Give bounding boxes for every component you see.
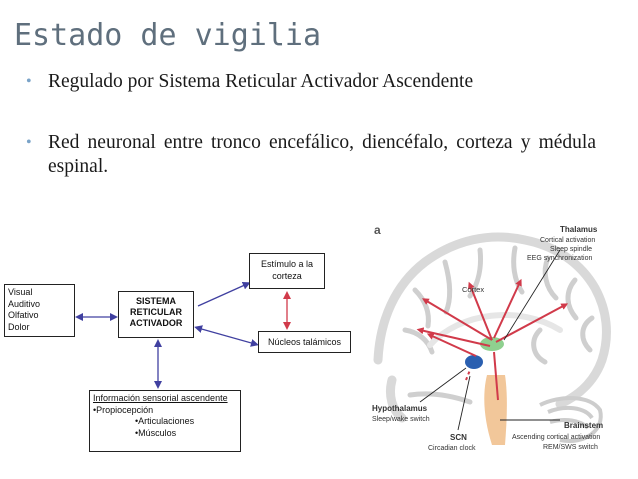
info-item: •Músculos (135, 427, 177, 438)
arrow-sistema-estimulo (197, 281, 251, 307)
thalamus-line: EEG synchronization (527, 255, 592, 262)
cortex-label: Cortex (462, 285, 484, 294)
arrow-sistema-nucleos (194, 325, 259, 347)
sense-label: Visual (8, 287, 33, 297)
sistema-line: ACTIVADOR (129, 318, 183, 328)
leader-lines (419, 249, 561, 431)
sistema-reticular-box: SISTEMA RETICULAR ACTIVADOR (118, 291, 194, 338)
slide-title: Estado de vigilia (14, 18, 322, 53)
panel-label: a (374, 223, 381, 237)
bullet-item: • Red neuronal entre tronco encefálico, … (26, 131, 596, 179)
sense-label: Dolor (8, 321, 30, 332)
hypothalamus-title: Hypothalamus (372, 404, 428, 413)
brainstem-shape (484, 375, 507, 445)
sistema-line: RETICULAR (130, 307, 182, 317)
cerebellum (539, 396, 603, 443)
senses-box: Visual Auditivo Olfativo Dolor (4, 284, 75, 337)
info-item: •Propiocepción (93, 404, 154, 415)
bullet-icon: • (26, 73, 32, 90)
bullet-text: Regulado por Sistema Reticular Activador… (48, 71, 474, 92)
bullet-icon: • (26, 134, 32, 151)
scn-line: Circadian clock (428, 445, 476, 452)
thalamus-title: Thalamus (560, 225, 598, 234)
bullet-text: Red neuronal entre tronco encefálico, di… (48, 132, 596, 177)
brain-outline (373, 232, 611, 423)
hypothalamus-line: Sleep/wake switch (372, 416, 430, 423)
sense-label: Olfativo (8, 310, 39, 320)
estimulo-line: Estímulo a la (260, 259, 314, 269)
scn-title: SCN (450, 433, 467, 442)
thalamus-line: Cortical activation (540, 237, 595, 244)
brainstem-line: REM/SWS switch (543, 444, 598, 451)
sistema-line: SISTEMA (135, 296, 176, 306)
bullet-item: • Regulado por Sistema Reticular Activad… (26, 70, 616, 94)
thalamus-line: Sleep spindle (550, 246, 592, 253)
sense-label: Auditivo (8, 298, 41, 309)
activation-pathways (416, 278, 569, 401)
hypothalamus-shape (465, 355, 483, 369)
estimulo-line: corteza (272, 271, 302, 281)
info-item: •Articulaciones (135, 416, 195, 426)
nucleos-talamicos-box: Núcleos talámicos (258, 331, 351, 353)
estimulo-corteza-box: Estímulo a la corteza (249, 253, 325, 289)
info-sensorial-box: Información sensorial ascendente •Propio… (89, 390, 241, 452)
brainstem-line: Ascending cortical activation (512, 434, 600, 441)
info-header: Información sensorial ascendente (93, 393, 228, 403)
scn-pathway (465, 369, 471, 381)
brainstem-title: Brainstem (564, 421, 603, 430)
